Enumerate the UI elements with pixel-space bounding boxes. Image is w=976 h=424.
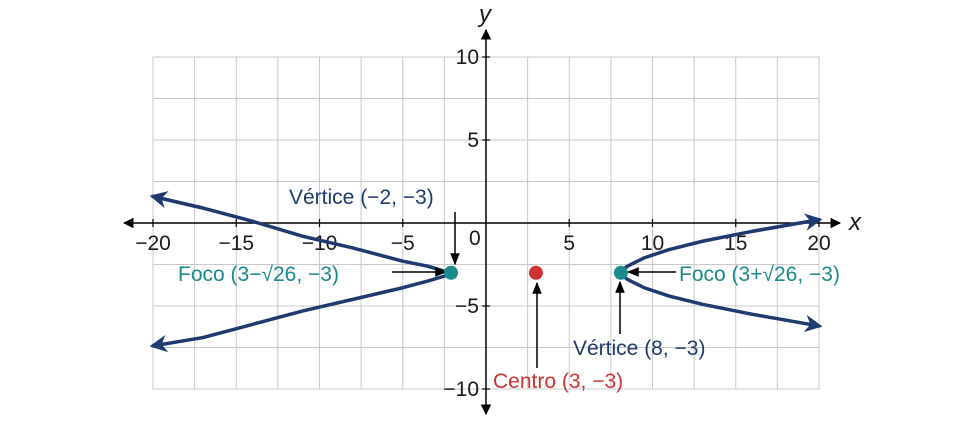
hyperbola-arrowhead xyxy=(149,191,204,210)
axes xyxy=(122,28,842,416)
x-tick-label: 5 xyxy=(563,232,575,255)
x-tick-label: 15 xyxy=(724,232,747,255)
y-tick-label: 5 xyxy=(467,129,479,152)
vertex-left-label: Vértice (−2, −3) xyxy=(289,186,434,209)
x-tick-label: 10 xyxy=(641,232,664,255)
y-axis-label: y xyxy=(477,1,493,28)
x-tick-label: 20 xyxy=(807,232,830,255)
focus-right-label: Foco (3+√26, −3) xyxy=(679,263,840,286)
x-tick-label: −15 xyxy=(218,232,254,255)
center-label: Centro (3, −3) xyxy=(493,370,623,393)
hyperbola-arrowhead xyxy=(752,213,823,234)
origin-label: 0 xyxy=(469,227,481,250)
focus-point xyxy=(444,265,459,280)
annotation-arrows xyxy=(392,212,676,368)
vertex-right-label: Vértice (8, −3) xyxy=(573,337,705,360)
y-tick-label: −10 xyxy=(443,378,479,401)
x-tick-label: −20 xyxy=(135,232,171,255)
key-points xyxy=(444,265,628,280)
y-tick-label: 10 xyxy=(456,46,479,69)
x-axis-label: x xyxy=(848,209,862,236)
x-tick-label: −5 xyxy=(391,232,415,255)
center-point xyxy=(528,265,543,280)
y-tick-label: −5 xyxy=(455,295,479,318)
focus-point xyxy=(613,265,628,280)
focus-left-label: Foco (3−√26, −3) xyxy=(178,263,339,286)
